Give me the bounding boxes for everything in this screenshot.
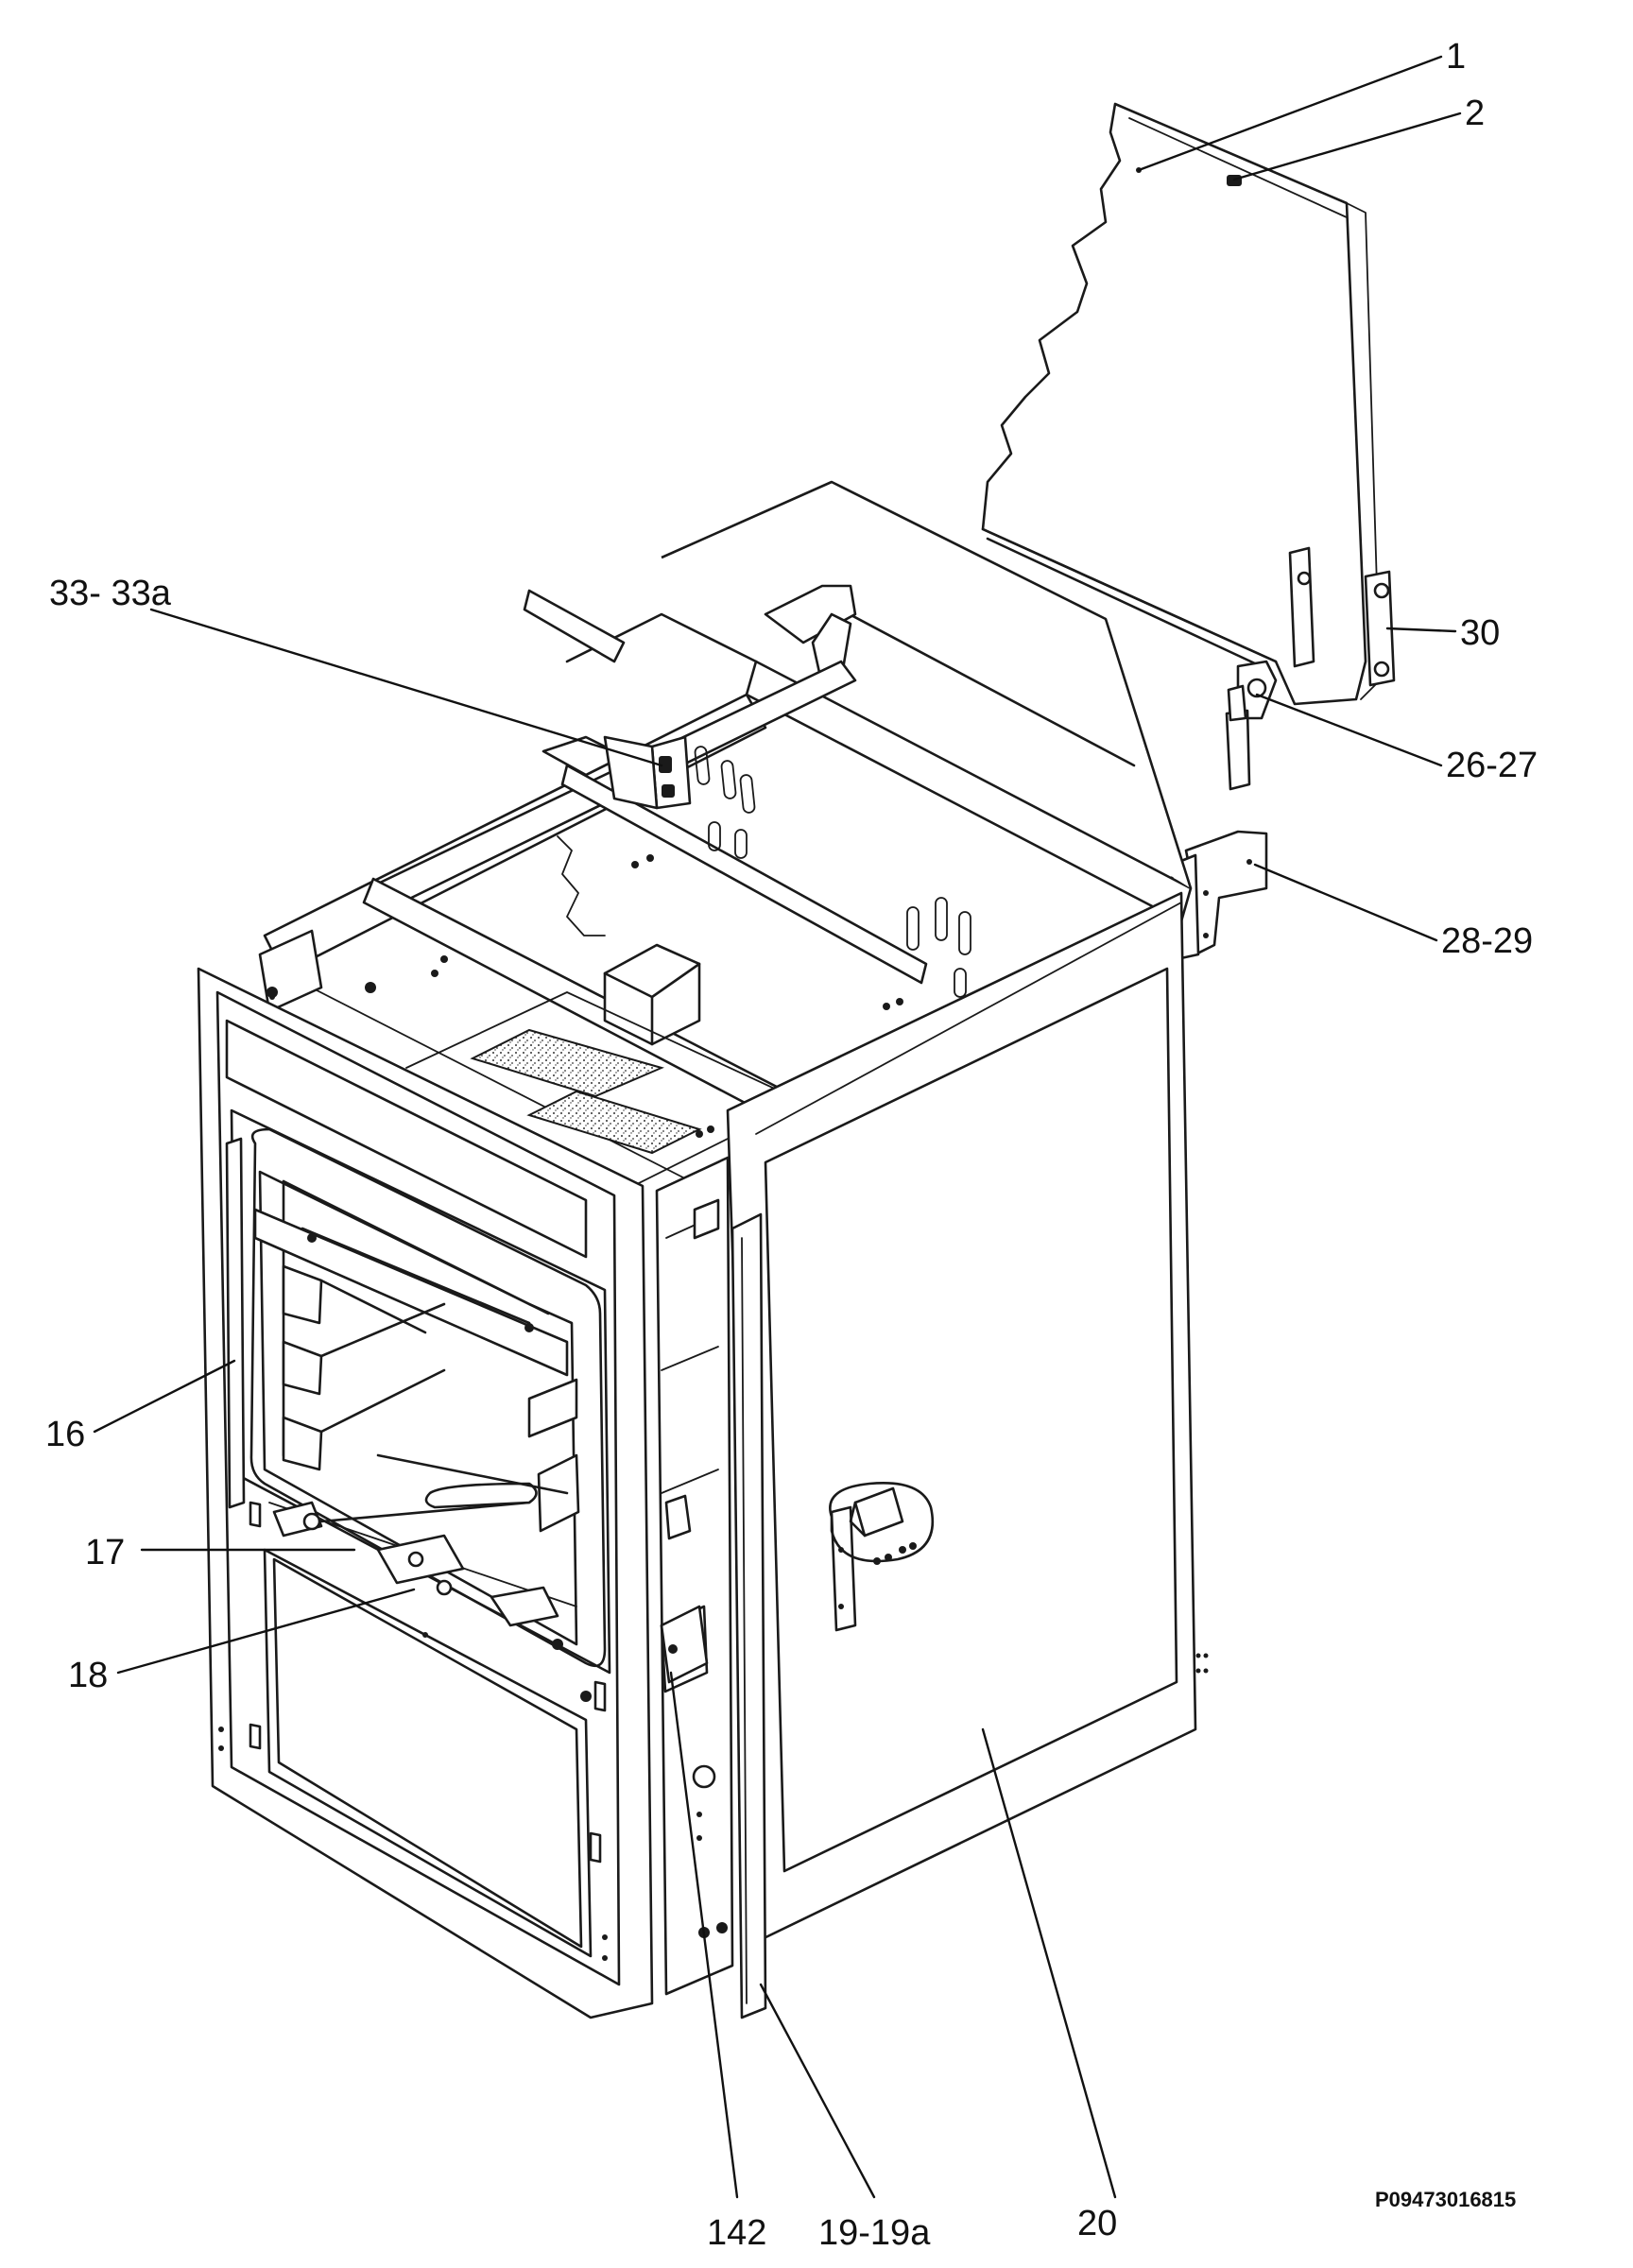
- callout-30: 30: [1460, 613, 1500, 653]
- callout-labels: 1 2 30 26-27 28-29 33- 33a 16 17 18 142 …: [45, 37, 1538, 2253]
- vent-slots: [694, 746, 971, 998]
- leader-142: [669, 1671, 739, 2199]
- callout-33-33a: 33- 33a: [49, 574, 172, 613]
- drawing-code: P09473016815: [1375, 2188, 1516, 2211]
- callout-1: 1: [1446, 37, 1466, 77]
- leader-16: [93, 1359, 236, 1434]
- leader-33: [149, 608, 663, 767]
- callout-17: 17: [85, 1533, 125, 1572]
- leader-2: [1232, 112, 1462, 181]
- leader-30: [1385, 627, 1457, 633]
- leader-28-29: [1253, 863, 1438, 942]
- hinge-26-27: [1225, 660, 1278, 791]
- callout-28-29: 28-29: [1441, 921, 1533, 961]
- callout-2: 2: [1465, 94, 1485, 133]
- leader-26-27: [1255, 693, 1443, 767]
- bracket-33: [603, 735, 692, 810]
- screws-top: [431, 854, 903, 1138]
- side-trim-19: [731, 1212, 767, 2019]
- leader-lines: [93, 55, 1462, 2199]
- oven-cavity: [249, 1170, 607, 1864]
- callout-142: 142: [707, 2213, 766, 2253]
- cabinet-side: [726, 891, 1209, 1944]
- leader-20: [981, 1727, 1117, 2199]
- callout-26-27: 26-27: [1446, 746, 1538, 785]
- leader-1: [1137, 55, 1443, 172]
- callout-20: 20: [1077, 2204, 1117, 2243]
- leader-19-19a: [759, 1983, 876, 2199]
- detail-circle: [829, 1482, 935, 1565]
- mid-hinge-142: [655, 1156, 734, 1996]
- callout-19-19a: 19-19a: [818, 2213, 931, 2253]
- callout-16: 16: [45, 1415, 85, 1454]
- leader-18: [116, 1588, 416, 1675]
- callout-18: 18: [68, 1656, 108, 1695]
